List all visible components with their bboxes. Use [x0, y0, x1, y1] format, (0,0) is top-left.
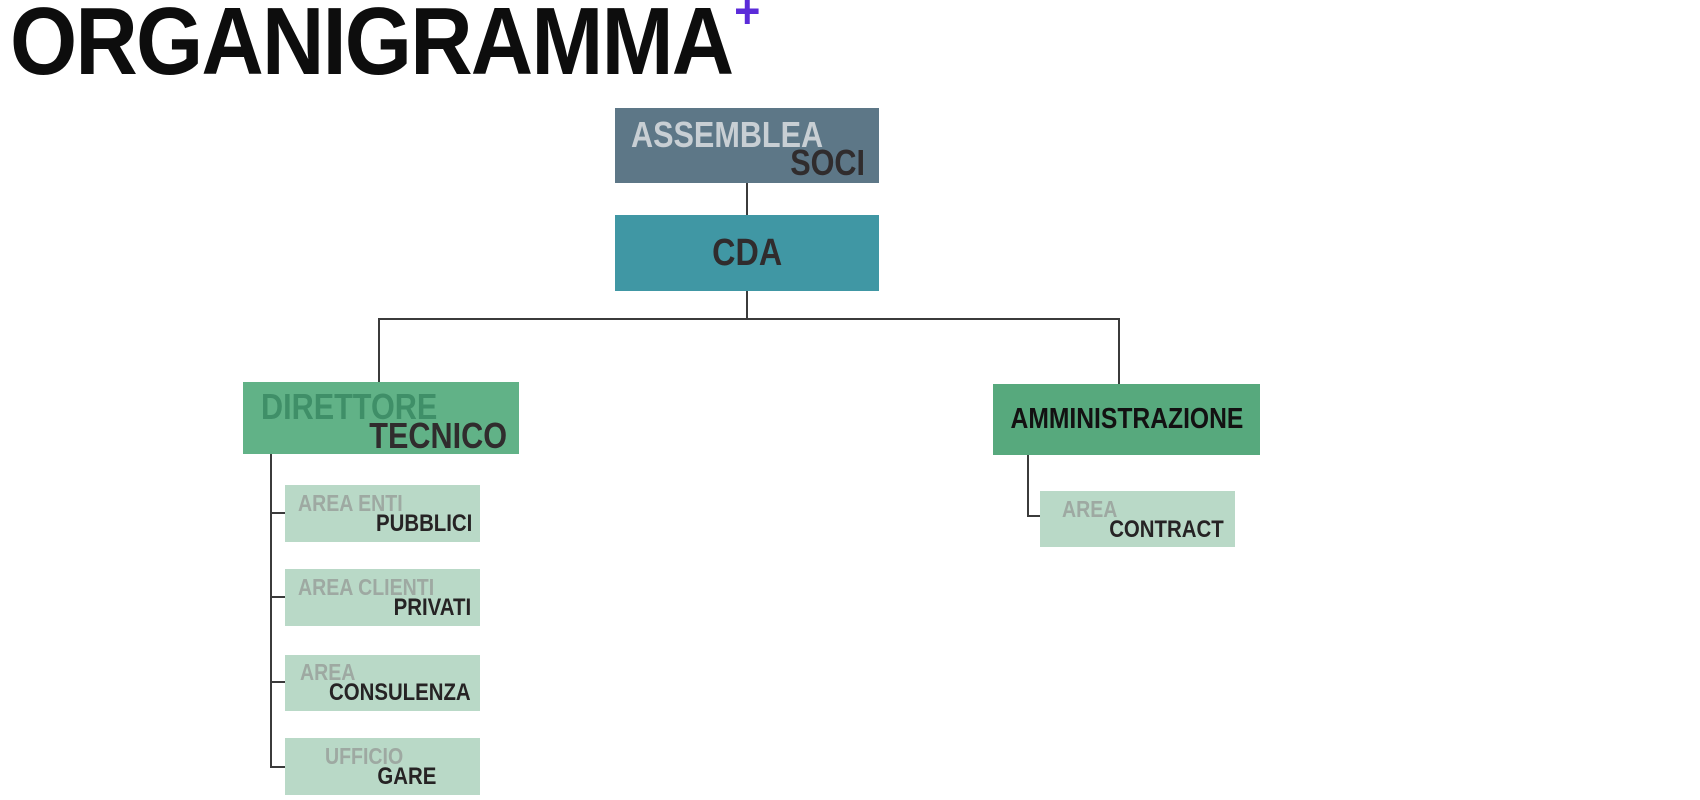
connector-stem-amministrazione [1027, 454, 1029, 517]
area-contract-line1: AREA [1062, 496, 1118, 522]
node-assemblea-soci: ASSEMBLEA SOCI [615, 108, 879, 183]
connector-cda-rail [746, 290, 748, 319]
connector-rail [378, 318, 1120, 320]
direttore-tecnico-line1: DIRETTORE [261, 386, 438, 427]
assemblea-soci-line1: ASSEMBLEA [631, 114, 824, 155]
connector-stub-area-contract [1029, 515, 1041, 517]
connector-assemblea-cda [746, 183, 748, 216]
area-clienti-privati-line2: PRIVATI [393, 594, 471, 621]
node-ufficio-gare: UFFICIO GARE [285, 738, 480, 795]
page-title: ORGANIGRAMMA+ [10, 0, 760, 90]
ufficio-gare-line1: UFFICIO [325, 743, 404, 769]
page-title-text: ORGANIGRAMMA [10, 0, 734, 95]
area-enti-pubblici-line2: PUBBLICI [375, 510, 472, 537]
direttore-tecnico-line2: TECNICO [369, 415, 507, 456]
connector-drop-amministrazione [1118, 318, 1120, 385]
connector-drop-direttore [378, 318, 380, 383]
area-enti-pubblici-line1: AREA ENTI [298, 490, 403, 516]
node-area-consulenza: AREA CONSULENZA [285, 655, 480, 711]
connector-stem-direttore [270, 453, 272, 768]
area-consulenza-line1: AREA [300, 659, 356, 685]
area-clienti-privati-line1: AREA CLIENTI [298, 574, 435, 600]
connector-stub-ufficio-gare [272, 766, 286, 768]
ufficio-gare-line2: GARE [377, 763, 436, 790]
area-contract-line2: CONTRACT [1109, 516, 1224, 543]
node-cda: CDA [615, 215, 879, 291]
amministrazione-label: AMMINISTRAZIONE [1010, 403, 1243, 435]
node-area-enti-pubblici: AREA ENTI PUBBLICI [285, 485, 480, 542]
node-direttore-tecnico: DIRETTORE TECNICO [243, 382, 519, 454]
node-area-contract: AREA CONTRACT [1040, 491, 1235, 547]
connector-stub-area-clienti [272, 596, 286, 598]
assemblea-soci-line2: SOCI [790, 142, 865, 183]
plus-accent-icon: + [734, 0, 761, 39]
node-amministrazione: AMMINISTRAZIONE [993, 384, 1260, 455]
connector-stub-area-consulenza [272, 681, 286, 683]
node-area-clienti-privati: AREA CLIENTI PRIVATI [285, 569, 480, 626]
connector-stub-area-enti [272, 512, 286, 514]
cda-label: CDA [712, 232, 782, 274]
area-consulenza-line2: CONSULENZA [329, 679, 471, 706]
